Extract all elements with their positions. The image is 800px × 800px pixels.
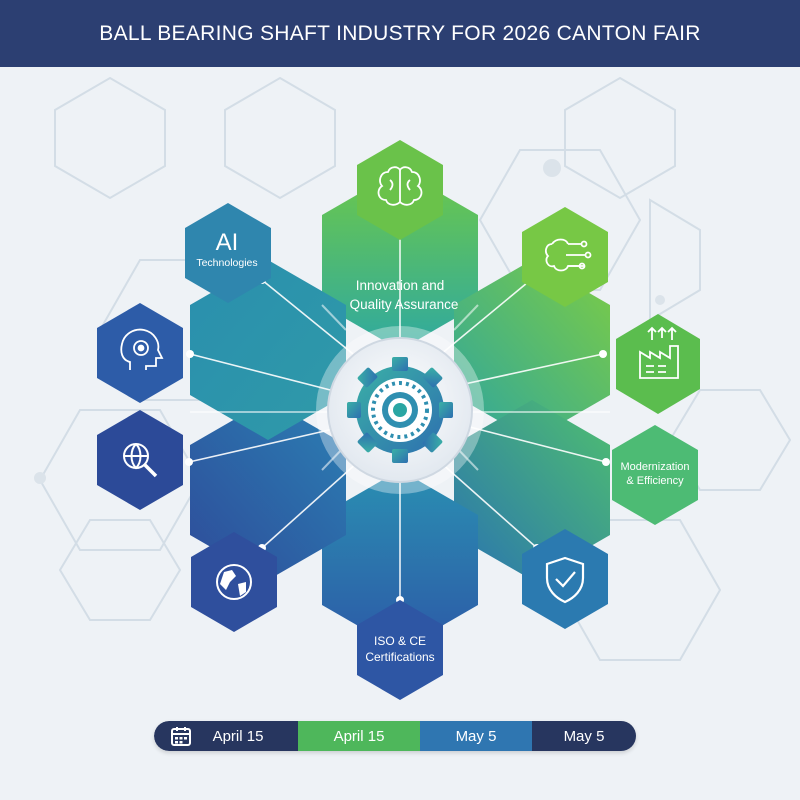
timeline-date-2: April 15 xyxy=(333,727,385,745)
node-iso: ISO & CE Certifications xyxy=(357,600,443,700)
connector-lines xyxy=(188,225,607,600)
iso-label-line1: ISO & CE xyxy=(374,634,426,648)
globe-search-icon xyxy=(123,443,158,478)
timeline-date-3: May 5 xyxy=(455,727,497,745)
shield-check-icon xyxy=(545,556,585,604)
innovation-label-line2: Quality Assurance xyxy=(350,297,459,312)
hex-top-left-segment xyxy=(190,260,346,440)
iso-label-line2: Certifications xyxy=(365,650,434,664)
globe-icon xyxy=(216,564,252,600)
factory-growth-icon xyxy=(639,326,679,379)
modern-label-line2: & Efficiency xyxy=(626,475,684,487)
header-bar: BALL BEARING SHAFT INDUSTRY FOR 2026 CAN… xyxy=(0,0,800,67)
node-globe-search xyxy=(97,410,183,510)
node-factory xyxy=(616,314,700,414)
central-hub xyxy=(316,326,484,494)
timeline-date-4: May 5 xyxy=(563,727,605,745)
timeline-segment-3[interactable]: May 5 xyxy=(420,721,532,751)
node-modernization: Modernization & Efficiency xyxy=(612,425,698,525)
ai-label-big: AI xyxy=(216,229,239,256)
timeline-segment-4[interactable]: May 5 xyxy=(532,721,636,751)
timeline-segment-2[interactable]: April 15 xyxy=(298,721,420,751)
gear-bearing-icon xyxy=(347,357,453,463)
brain-circuit-icon xyxy=(545,238,592,272)
ai-label-small: Technologies xyxy=(196,257,257,269)
innovation-label-line1: Innovation and xyxy=(356,278,445,293)
hex-top-right-segment xyxy=(454,260,610,440)
node-brain-circuit xyxy=(522,207,608,307)
node-head-gear xyxy=(97,303,183,403)
calendar-icon xyxy=(171,727,191,746)
node-globe xyxy=(191,532,277,632)
page-title: BALL BEARING SHAFT INDUSTRY FOR 2026 CAN… xyxy=(99,21,701,45)
timeline-bar: April 15 April 15 May 5 May 5 xyxy=(154,721,636,751)
brain-icon xyxy=(377,166,423,206)
timeline-date-1: April 15 xyxy=(212,727,264,745)
hex-diagram: Innovation and Quality Assurance AI Tech… xyxy=(34,76,792,700)
node-shield xyxy=(522,529,608,629)
node-ai-technologies: AI Technologies xyxy=(185,203,271,303)
head-gear-icon xyxy=(120,328,164,370)
timeline-segment-1[interactable]: April 15 xyxy=(154,721,298,751)
node-brain xyxy=(357,140,443,240)
modern-label-line1: Modernization xyxy=(620,461,689,473)
